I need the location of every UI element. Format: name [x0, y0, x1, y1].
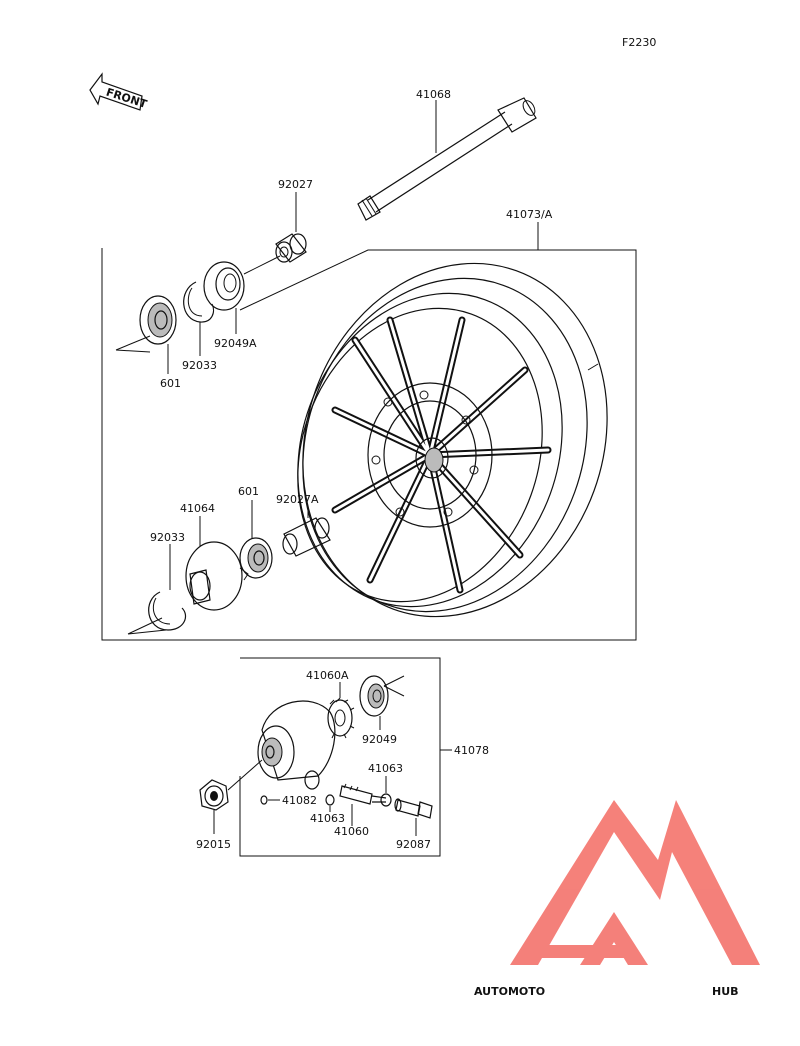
speedometer-housing-part: [257, 700, 336, 781]
seal-gearbox-part: [359, 675, 389, 717]
label-bushing: 92087: [396, 838, 431, 851]
collar-bottom-part: [282, 517, 331, 557]
drive-gear-part: [327, 697, 355, 739]
label-bearing-top: 601: [160, 377, 181, 390]
figure-code: F2230: [622, 36, 656, 49]
front-arrow-icon: FRONT: [89, 72, 149, 112]
circlip-bottom-part: [148, 591, 187, 631]
bearing-top-part: [139, 295, 177, 345]
watermark-brand-part2: HUB: [712, 985, 739, 998]
front-label: FRONT: [104, 86, 148, 112]
seal-top-part: [203, 261, 245, 311]
label-wheel: 41073/A: [506, 208, 553, 221]
label-axle: 41068: [416, 88, 451, 101]
label-circlip-bottom: 92033: [150, 531, 185, 544]
washer-right-part: [380, 793, 392, 807]
label-pin: 41082: [282, 794, 317, 807]
upper-kit-frame: [101, 248, 637, 641]
driven-gear-part: [339, 783, 387, 805]
label-seal-gearbox: 92049: [362, 733, 397, 746]
label-driven-gear: 41060: [334, 825, 369, 838]
label-circlip-top: 92033: [182, 359, 217, 372]
bushing-part: [394, 798, 433, 819]
label-gear-housing: 41078: [454, 744, 489, 757]
nut-part: [199, 779, 229, 811]
bearing-bottom-part: [239, 537, 273, 579]
pin-part: [260, 795, 280, 805]
lower-kit-frame: [239, 657, 441, 857]
label-collar-top: 92027: [278, 178, 313, 191]
gear-plate-part: [185, 541, 249, 611]
ring-part: [304, 770, 320, 790]
collar-top-part: [275, 233, 307, 263]
circlip-top-part: [183, 281, 215, 323]
label-washer-left: 41063: [310, 812, 345, 825]
label-gear-plate: 41064: [180, 502, 215, 515]
axle-part: [357, 97, 537, 221]
label-bearing-bottom: 601: [238, 485, 259, 498]
label-collar-bottom: 92027A: [276, 493, 319, 506]
watermark-brand-part1: AUTOMOTO: [474, 985, 545, 998]
wheel-part: [297, 262, 608, 618]
label-washer-right: 41063: [368, 762, 403, 775]
label-seal-top: 92049A: [214, 337, 257, 350]
watermark-logo-icon: [510, 800, 760, 965]
washer-left-part: [325, 794, 335, 806]
label-nut: 92015: [196, 838, 231, 851]
label-drive-gear: 41060A: [306, 669, 349, 682]
